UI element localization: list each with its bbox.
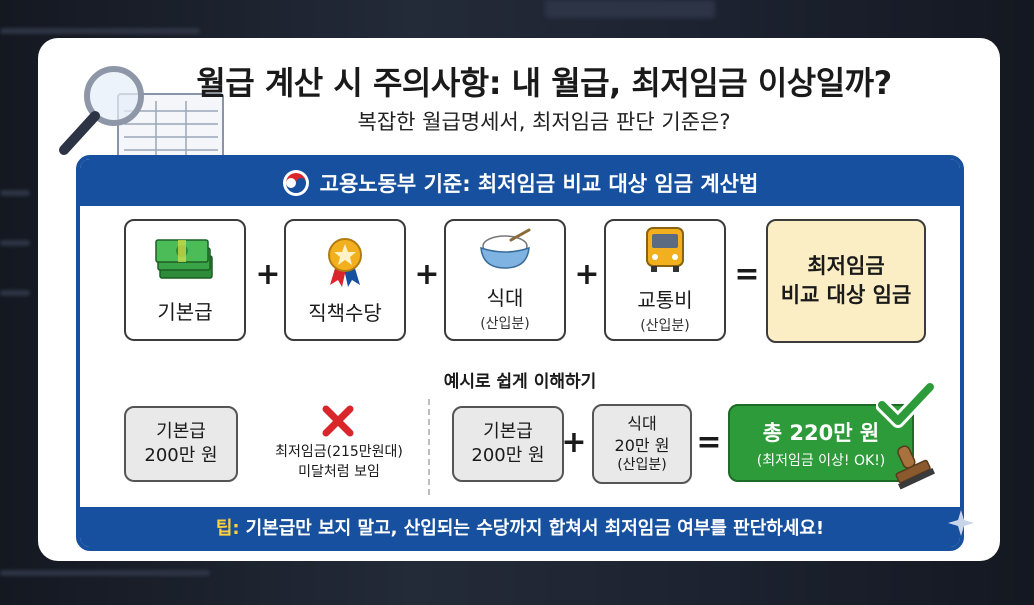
- correct-base-pay-box: 기본급 200만 원: [452, 406, 564, 482]
- tip-label: 팁:: [215, 518, 240, 539]
- panel-header: 고용노동부 기준: 최저임금 비교 대상 임금 계산법: [80, 159, 960, 206]
- formula-item-meal: 식대 (산입분): [444, 219, 566, 341]
- tip-footer: 팁: 기본급만 보지 말고, 산입되는 수당까지 합쳐서 최저임금 여부를 판단…: [80, 507, 960, 547]
- meal-label: 식대: [627, 413, 657, 433]
- formula-item-label: 교통비: [637, 287, 693, 312]
- formula-item-note: (산입분): [640, 317, 690, 334]
- meal-allowance-box: 식대 20만 원 (산입분): [592, 404, 692, 484]
- example-divider: [428, 399, 430, 495]
- bus-icon: [646, 226, 684, 272]
- base-amount: 200만 원: [471, 445, 545, 466]
- formula-item-label: 식대: [486, 285, 524, 310]
- equals-sign: =: [696, 425, 722, 460]
- formula-result-box: 최저임금 비교 대상 임금: [766, 219, 926, 343]
- wrong-note-line-2: 미달처럼 보임: [298, 464, 380, 481]
- base-label: 기본급: [483, 420, 533, 442]
- result-line-2: 비교 대상 임금: [780, 283, 912, 307]
- page-subtitle: 복잡한 월급명세서, 최저임금 판단 기준은?: [357, 110, 731, 134]
- plus-sign: +: [561, 425, 587, 460]
- total-result-box: 총 220만 원 (최저임금 이상! OK!): [728, 404, 914, 482]
- plus-sign: +: [255, 257, 281, 292]
- total-amount: 총 220만 원: [762, 420, 880, 445]
- equals-sign: =: [734, 257, 760, 292]
- tip-text: 기본급만 보지 말고, 산입되는 수당까지 합쳐서 최저임금 여부를 판단하세요…: [245, 518, 825, 539]
- red-x-icon: [322, 405, 354, 437]
- plus-sign: +: [574, 257, 600, 292]
- infographic-card: 월급 계산 시 주의사항: 내 월급, 최저임금 이상일까? 복잡한 월급명세서…: [38, 38, 1000, 561]
- wrong-example-note: 최저임금(215만원대) 미달처럼 보임: [254, 442, 424, 483]
- page-title: 월급 계산 시 주의사항: 내 월급, 최저임금 이상일까?: [196, 64, 892, 102]
- example-title: 예시로 쉽게 이해하기: [443, 372, 597, 392]
- stamp-icon: [895, 445, 935, 490]
- formula-item-base-pay: 기본급: [124, 219, 246, 341]
- formula-item-position-allowance: 직책수당: [284, 219, 406, 341]
- rice-bowl-icon: [480, 228, 531, 269]
- formula-item-label: 직책수당: [308, 300, 382, 325]
- wrong-base-amount: 200만 원: [144, 445, 218, 466]
- award-medal-icon: [328, 237, 362, 287]
- formula-item-note: (산입분): [480, 315, 530, 332]
- wrong-note-line-1: 최저임금(215만원대): [275, 444, 403, 460]
- wrong-base-pay-box: 기본급 200만 원: [124, 406, 238, 482]
- money-stack-icon: [155, 238, 213, 279]
- sparkle-icon: [948, 510, 974, 536]
- calculation-panel: 고용노동부 기준: 최저임금 비교 대상 임금 계산법 기본급 + 직책수당: [76, 155, 964, 551]
- formula-item-transport: 교통비 (산입분): [604, 219, 726, 341]
- taegeuk-logo-icon: [282, 169, 309, 196]
- total-status: (최저임금 이상! OK!): [756, 452, 886, 469]
- meal-note: (산입분): [617, 457, 667, 474]
- panel-title: 고용노동부 기준: 최저임금 비교 대상 임금 계산법: [319, 171, 759, 196]
- plus-sign: +: [414, 257, 440, 292]
- check-mark-icon: [876, 381, 936, 428]
- formula-item-label: 기본급: [157, 299, 213, 324]
- meal-amount: 20만 원: [614, 435, 670, 455]
- background-bar: [545, 0, 715, 18]
- wrong-base-label: 기본급: [156, 420, 206, 442]
- result-line-1: 최저임금: [807, 253, 885, 278]
